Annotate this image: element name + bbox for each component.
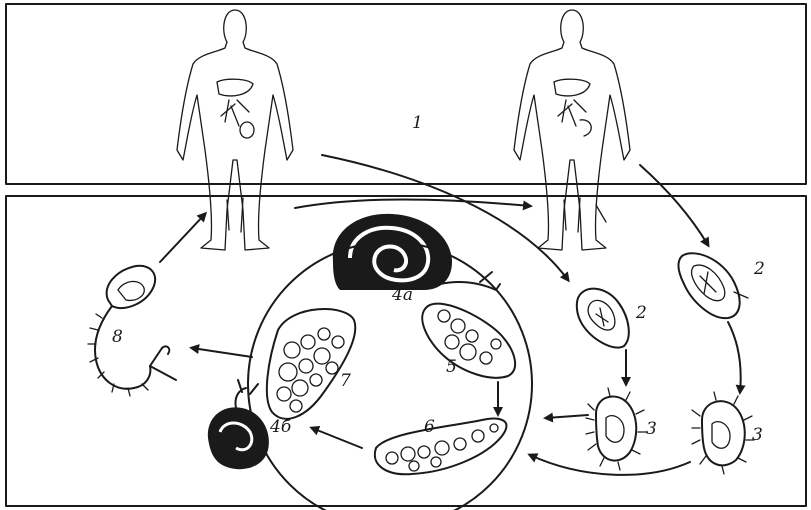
- cercaria-8: [88, 266, 176, 396]
- label-stage-3-left: 3: [646, 419, 657, 439]
- egg-2-right: [678, 253, 748, 318]
- label-stage-4a: 4a: [391, 285, 413, 305]
- label-stage-3-right: 3: [752, 425, 763, 445]
- label-stage-6: 6: [424, 417, 435, 437]
- label-stage-7: 7: [340, 371, 351, 391]
- human-figure-left: [177, 10, 293, 250]
- label-stage-4b: 4б: [269, 417, 292, 437]
- label-stage-1: 1: [412, 113, 423, 133]
- redia-7: [267, 309, 355, 419]
- human-figure-right: [514, 10, 630, 250]
- label-stage-2-right: 2: [753, 259, 765, 279]
- water-snail-4b: [208, 380, 269, 469]
- label-stage-8: 8: [112, 327, 123, 347]
- miracidium-3-left: [586, 388, 646, 470]
- egg-2-left: [577, 289, 629, 348]
- miracidium-3-right: [692, 392, 754, 474]
- sporocyst-5: [422, 304, 515, 378]
- land-snail-4a: [333, 214, 500, 290]
- label-stage-2-left: 2: [635, 303, 647, 323]
- top-panel: [6, 4, 806, 184]
- redia-6: [375, 419, 507, 475]
- label-stage-5: 5: [446, 357, 457, 377]
